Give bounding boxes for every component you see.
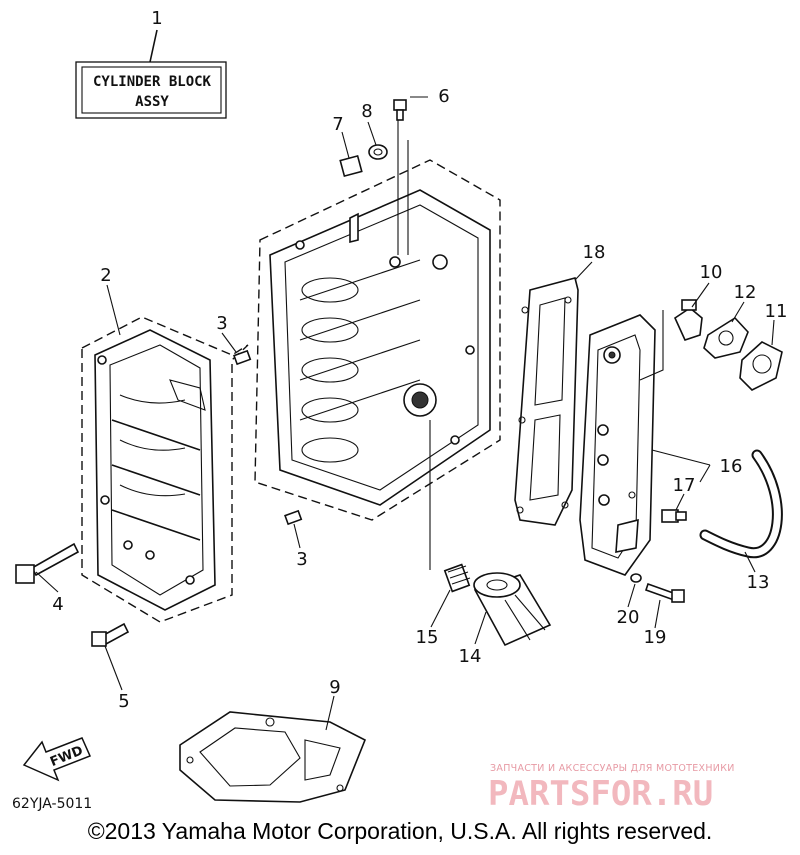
copyright-notice: ©2013 Yamaha Motor Corporation, U.S.A. A… — [87, 818, 713, 844]
watermark-logo-text: PARTSFOR.RU — [488, 774, 713, 814]
washer[interactable] — [630, 573, 642, 583]
callout-3-upper: 3 — [216, 313, 227, 334]
hose-joint[interactable] — [661, 509, 687, 523]
exhaust-cover-gasket[interactable] — [514, 277, 579, 526]
leader-lines — [35, 96, 775, 731]
callout-13: 13 — [747, 572, 770, 593]
dowel-pin-upper[interactable] — [233, 349, 252, 366]
thermostat-cover[interactable] — [673, 299, 703, 341]
callout-10: 10 — [700, 262, 723, 283]
diagram-code: 62YJA-5011 — [12, 796, 92, 812]
callout-16: 16 — [720, 456, 743, 477]
long-crankcase-bolt[interactable] — [15, 542, 80, 584]
callout-4: 4 — [52, 594, 63, 615]
title-line-1: CYLINDER BLOCK — [93, 74, 212, 90]
callout-19: 19 — [644, 627, 667, 648]
drain-plug[interactable] — [339, 154, 363, 178]
forward-direction-arrow: FWD — [22, 737, 92, 782]
callout-20: 20 — [617, 607, 640, 628]
callout-17: 17 — [673, 475, 696, 496]
callout-7: 7 — [332, 114, 343, 135]
watermark: ЗАПЧАСТИ И АКСЕССУАРЫ ДЛЯ МОТОТЕХНИКИ PA… — [488, 763, 735, 814]
oil-filter[interactable] — [473, 572, 552, 647]
callout-12: 12 — [734, 282, 757, 303]
exhaust-cover[interactable] — [579, 314, 656, 576]
callout-18: 18 — [583, 242, 606, 263]
callout-3-lower: 3 — [296, 549, 307, 570]
top-bolt[interactable] — [393, 99, 407, 121]
dowel-pin-lower[interactable] — [284, 509, 303, 526]
short-crankcase-bolt[interactable] — [91, 622, 130, 647]
title-line-2: ASSY — [135, 94, 169, 110]
callout-2: 2 — [100, 265, 111, 286]
exhaust-cover-bolt[interactable] — [644, 582, 685, 603]
callout-14: 14 — [459, 646, 482, 667]
callout-5: 5 — [118, 691, 129, 712]
callout-9: 9 — [329, 677, 340, 698]
callout-1: 1 — [151, 8, 162, 29]
crankcase[interactable] — [94, 329, 216, 611]
filter-union[interactable] — [443, 563, 471, 593]
callout-15: 15 — [416, 627, 439, 648]
thermostat-gasket[interactable] — [703, 316, 749, 359]
callout-11: 11 — [765, 301, 788, 322]
cylinder-block-assembly-outline — [254, 159, 501, 521]
hose[interactable] — [699, 449, 783, 559]
crankcase-assembly-outline — [81, 316, 249, 623]
cylinder-block[interactable] — [269, 189, 491, 506]
assembly-title-box: CYLINDER BLOCK ASSY — [75, 29, 227, 119]
callout-labels: 1 2 3 3 4 5 6 7 8 9 10 11 12 13 14 15 16… — [52, 8, 787, 712]
watermark-tagline: ЗАПЧАСТИ И АКСЕССУАРЫ ДЛЯ МОТОТЕХНИКИ — [490, 763, 735, 774]
plug-gasket[interactable] — [368, 144, 388, 160]
base-gasket[interactable] — [179, 711, 367, 803]
callout-8: 8 — [361, 101, 372, 122]
thermostat[interactable] — [739, 341, 783, 391]
callout-6: 6 — [438, 86, 449, 107]
